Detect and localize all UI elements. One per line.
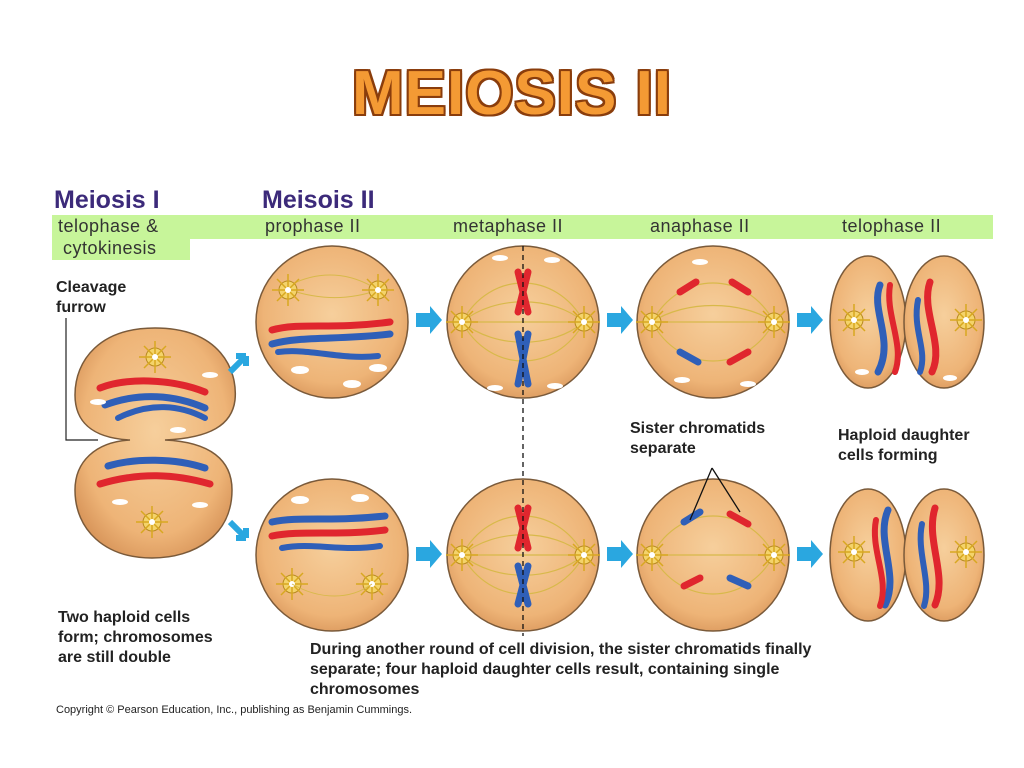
arrow-bottom-3 — [797, 540, 823, 568]
two-haploid-line3: are still double — [58, 648, 171, 668]
two-haploid-line2: form; chromosomes — [58, 628, 213, 648]
during-label-line3: chromosomes — [310, 680, 419, 700]
prophase-2-top-cell — [256, 246, 408, 398]
telophase-2-bottom-cells — [830, 489, 984, 621]
cleavage-label-line1: Cleavage — [56, 278, 126, 298]
arrow-top-3 — [797, 306, 823, 334]
sister-label-line1: Sister chromatids — [630, 419, 765, 439]
arrow-bottom-2 — [607, 540, 633, 568]
cleavage-label-line2: furrow — [56, 298, 106, 318]
sister-label-line2: separate — [630, 439, 696, 459]
anaphase-2-top-cell — [636, 246, 790, 398]
arrow-bottom-1 — [416, 540, 442, 568]
arrow-to-top-prophase — [230, 356, 246, 372]
during-label-line2: separate; four haploid daughter cells re… — [310, 660, 779, 680]
meiosis-1-dividing-cell — [75, 328, 235, 558]
copyright-text: Copyright © Pearson Education, Inc., pub… — [56, 704, 412, 716]
two-haploid-line1: Two haploid cells — [58, 608, 190, 628]
anaphase-2-bottom-cell — [636, 479, 790, 631]
during-label-line1: During another round of cell division, t… — [310, 640, 811, 660]
arrow-top-2 — [607, 306, 633, 334]
prophase-2-bottom-cell — [256, 479, 408, 631]
haploid-label-line2: cells forming — [838, 446, 938, 466]
arrow-to-bottom-prophase — [230, 522, 246, 538]
telophase-2-top-cells — [830, 256, 984, 388]
haploid-label-line1: Haploid daughter — [838, 426, 970, 446]
arrow-top-1 — [416, 306, 442, 334]
